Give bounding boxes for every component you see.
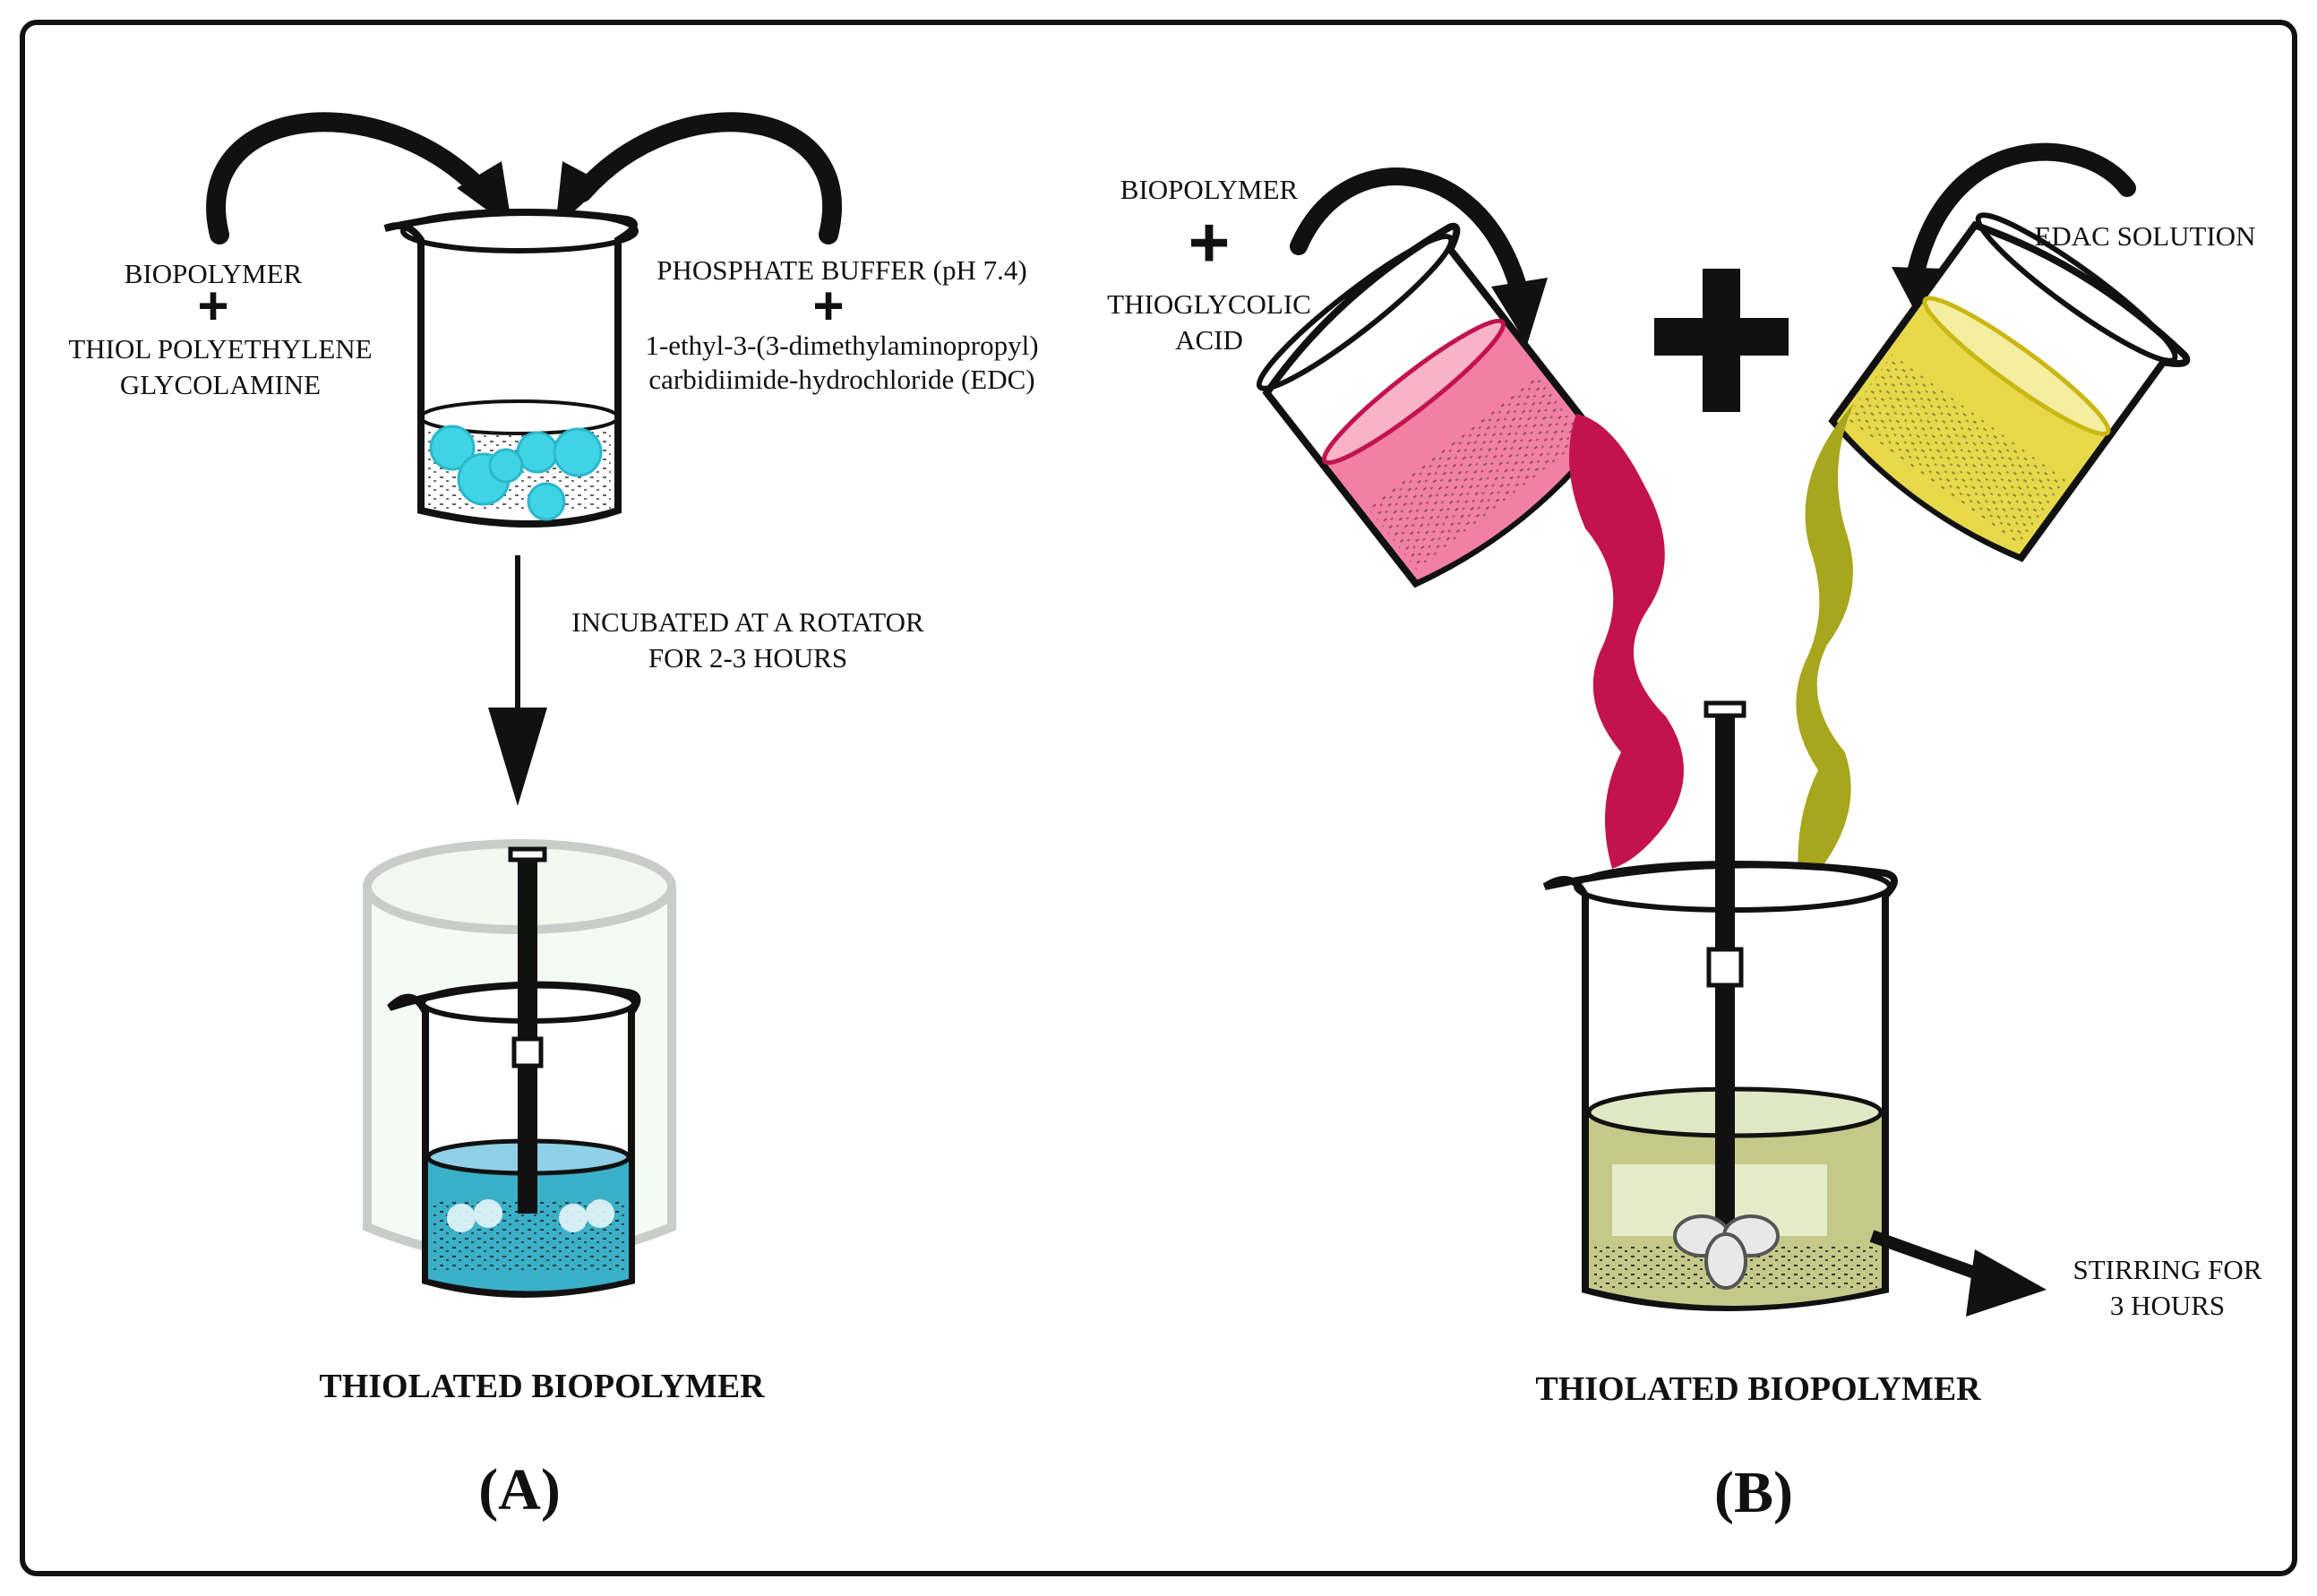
reagent-label-thioglycolic-b: THIOGLYCOLIC	[1107, 288, 1311, 320]
step-label-a-line1: INCUBATED AT A ROTATOR	[571, 606, 924, 638]
reagent-label-edc-line1-a: 1-ethyl-3-(3-dimethylaminopropyl)	[645, 330, 1038, 361]
reagent-label-glycolamine-a: GLYCOLAMINE	[120, 369, 321, 400]
pour-stream-magenta-b	[1569, 414, 1684, 869]
step-label-b-line2: 3 HOURS	[2110, 1290, 2225, 1321]
reagent-label-phosphate-buffer-a: PHOSPHATE BUFFER (pH 7.4)	[656, 254, 1026, 286]
step-label-b-line1: STIRRING FOR	[2072, 1254, 2261, 1285]
mixing-beaker-a	[383, 209, 639, 528]
panel-letter-b: (B)	[1714, 1460, 1793, 1525]
stirrer-rod-b	[1673, 700, 1780, 1290]
plus-icon-b-center	[1654, 269, 1789, 412]
reagent-label-biopolymer-a: BIOPOLYMER	[124, 258, 303, 289]
panel-letter-a: (A)	[478, 1457, 561, 1523]
plus-icon-b-left: +	[1189, 202, 1231, 282]
propeller-icon	[1673, 1214, 1780, 1290]
panel-b: BIOPOLYMER + THIOGLYCOLIC ACID EDAC SOLU…	[1107, 142, 2262, 1525]
stirring-arrow-head-b	[1966, 1249, 2047, 1317]
arrow-head-left-b	[1491, 278, 1548, 345]
stirrer-rod-a	[508, 846, 547, 1214]
curved-arrow-left-b	[1290, 167, 1527, 296]
inner-beaker-a	[387, 981, 641, 1298]
outer-frame	[20, 20, 2297, 1576]
pouring-beaker-right-b	[1828, 212, 2191, 562]
curved-arrow-right-b	[1908, 142, 2136, 278]
rotator-cylinder-a	[363, 839, 676, 1298]
plus-icon-a-right: +	[812, 276, 844, 336]
reagent-label-biopolymer-b: BIOPOLYMER	[1120, 174, 1299, 205]
reagent-label-edc-line2-a: carbidiimide-hydrochloride (EDC)	[648, 364, 1034, 395]
process-arrow-head-a	[488, 708, 547, 806]
caption-a: THIOLATED BIOPOLYMER	[319, 1368, 765, 1405]
pour-stream-olive-b	[1796, 403, 1854, 896]
reagent-label-acid-b: ACID	[1175, 324, 1243, 356]
caption-b: THIOLATED BIOPOLYMER	[1535, 1370, 1981, 1408]
nanoparticle-cluster-a	[429, 425, 603, 521]
curved-arrow-right-a	[572, 112, 843, 245]
pouring-beaker-left-b	[1256, 222, 1604, 588]
panel-a: BIOPOLYMER + THIOL POLYETHYLENE GLYCOLAM…	[68, 112, 1039, 1523]
step-label-a-line2: FOR 2-3 HOURS	[648, 642, 847, 674]
reagent-label-thiol-peg-a: THIOL POLYETHYLENE	[68, 333, 372, 365]
plus-icon-a-left: +	[197, 276, 228, 336]
curved-arrow-left-a	[206, 112, 493, 245]
reagent-label-edac-b: EDAC SOLUTION	[2034, 220, 2255, 252]
